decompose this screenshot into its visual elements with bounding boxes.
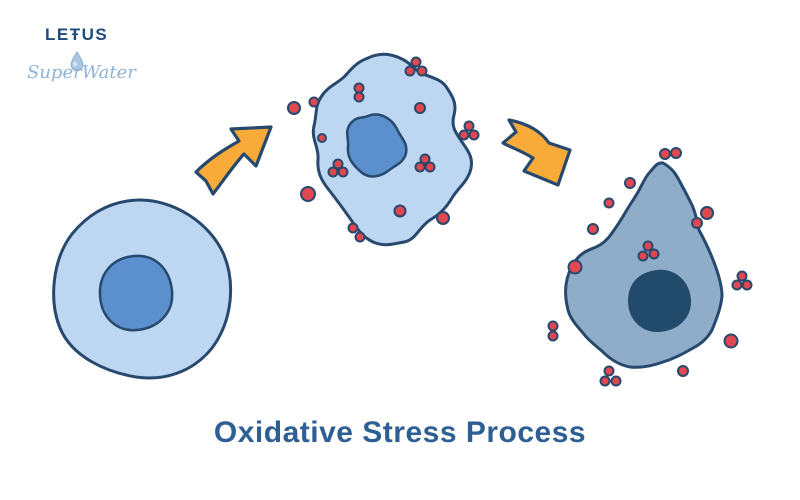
free-radical-dot: [308, 96, 320, 108]
free-radical-dot: [317, 133, 327, 143]
free-radical-dot: [414, 102, 426, 114]
free-radical-dot: [424, 161, 436, 173]
free-radical-dot: [567, 259, 583, 275]
free-radical-dot: [648, 248, 660, 260]
free-radical-dot: [436, 211, 450, 225]
damaged-cell: [547, 147, 753, 387]
free-radical-dot: [731, 279, 743, 291]
free-radical-dot: [416, 65, 428, 77]
free-radical-dot: [353, 82, 365, 94]
damaged-cell-nucleus: [628, 269, 692, 333]
free-radical-dot: [723, 333, 739, 349]
stressed-cell: [287, 52, 480, 247]
brand-wordmark: LEŦUS: [45, 25, 109, 44]
brand-subtitle: SuperWater: [27, 51, 136, 83]
brand-logo: LEŦUS SuperWater: [27, 22, 157, 97]
free-radical-dot: [547, 330, 559, 342]
free-radicals-middle: [287, 56, 480, 243]
free-radical-dot: [670, 147, 682, 159]
arrow-right-up: [194, 125, 273, 196]
free-radical-dot: [463, 120, 475, 132]
free-radical-dot: [337, 166, 349, 178]
free-radical-dot: [353, 91, 365, 103]
damaged-cell-body: [564, 161, 724, 369]
brand-sub-second: Water: [81, 62, 136, 83]
free-radical-dot: [458, 129, 470, 141]
arrow-right-down: [501, 118, 572, 187]
healthy-cell: [52, 198, 233, 380]
free-radical-dot: [347, 222, 359, 234]
free-radical-dot: [410, 56, 422, 68]
free-radical-dot: [327, 166, 339, 178]
free-radical-dot: [393, 204, 407, 218]
free-radical-dot: [637, 250, 649, 262]
free-radical-dot: [414, 161, 426, 173]
free-radical-dot: [642, 240, 654, 252]
free-radical-dot: [468, 129, 480, 141]
free-radical-dot: [677, 365, 689, 377]
diagram-title: Oxidative Stress Process: [213, 416, 587, 449]
healthy-cell-nucleus: [98, 254, 174, 332]
free-radical-dot: [659, 148, 671, 160]
free-radical-dot: [700, 206, 714, 220]
free-radical-dot: [332, 158, 344, 170]
free-radical-dot: [547, 320, 559, 332]
free-radical-dot: [354, 231, 366, 243]
free-radical-dot: [741, 279, 753, 291]
free-radical-dot: [603, 197, 615, 209]
free-radical-dot: [691, 217, 703, 229]
free-radical-dot: [300, 186, 316, 202]
free-radical-dot: [587, 223, 599, 235]
free-radical-dot: [404, 65, 416, 77]
arrow-1-shape: [194, 125, 273, 196]
free-radical-dot: [610, 375, 622, 387]
brand-sub-first: Super: [27, 62, 82, 83]
free-radical-dot: [624, 177, 636, 189]
water-droplet-icon: [70, 51, 84, 72]
free-radicals-right: [547, 147, 753, 387]
free-radical-dot: [287, 101, 301, 115]
free-radical-dot: [419, 153, 431, 165]
free-radical-dot: [603, 365, 615, 377]
free-radical-dot: [736, 270, 748, 282]
arrow-2-shape: [501, 118, 572, 187]
free-radical-dot: [599, 375, 611, 387]
stressed-cell-nucleus: [345, 113, 408, 178]
